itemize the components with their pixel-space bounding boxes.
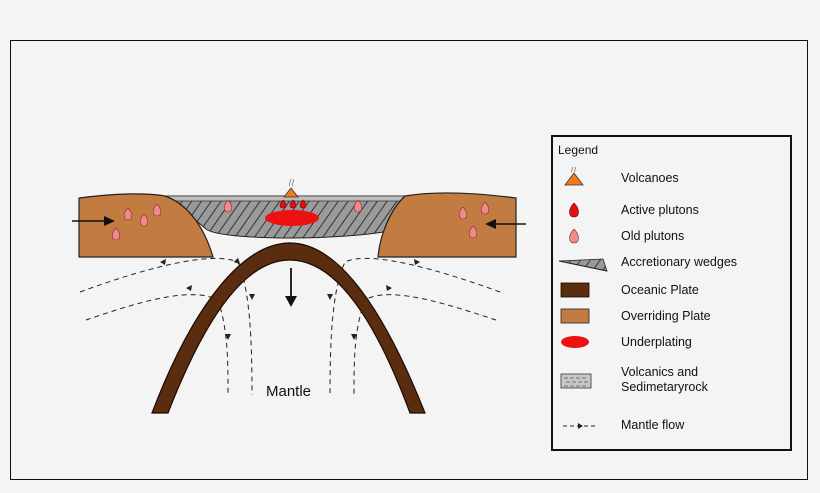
old-pluton [123,207,133,221]
volcano-icon [564,167,584,186]
legend-label: Mantle flow [621,418,685,432]
legend-label: Accretionary wedges [621,255,738,269]
old-pluton [223,199,233,213]
legend-item-accretionary-wedges: Accretionary wedges [553,251,790,275]
compression-arrow-right [485,219,526,229]
flow-arrowhead [351,334,357,340]
old-pluton [139,213,149,227]
legend-label: Old plutons [621,229,685,243]
oceanic-plate-swatch [560,282,590,298]
old-pluton [458,206,468,220]
flow-arrowhead [186,285,192,291]
legend-item-underplating: Underplating [553,331,790,355]
active-pluton [289,199,297,209]
flow-arrowhead [249,294,255,300]
active-pluton [299,199,307,209]
flow-arrowhead [386,285,392,291]
active-plutons [279,199,307,209]
legend-label: Volcanics and [621,365,699,379]
volcano [283,178,299,198]
legend: Legend Volcanoes Active plutons Old plut… [551,135,792,451]
legend-label: Oceanic Plate [621,283,699,297]
underplating-swatch [561,336,589,348]
mantle-label: Mantle [266,383,312,400]
legend-item-overriding-plate: Overriding Plate [553,305,790,329]
mantle-flow-line [353,294,497,396]
legend-label: Volcanoes [621,171,679,185]
legend-label: Overriding Plate [621,309,711,323]
legend-item-volcanics: Volcanics and Sedimetaryrock [553,365,790,401]
legend-label: Sedimetaryrock [621,380,708,394]
old-plutons [111,199,490,241]
old-pluton [152,203,162,217]
legend-item-old-plutons: Old plutons [553,225,790,249]
mantle-flow-line [329,257,501,396]
flow-arrowhead [225,334,231,340]
old-pluton [353,199,363,213]
legend-item-active-plutons: Active plutons [553,199,790,223]
flow-arrowhead [160,259,166,265]
oceanic-plate [151,242,426,414]
underplating [265,210,319,226]
mantle-flow-lines [79,257,501,396]
old-pluton [111,227,121,241]
flow-arrowhead [414,259,420,265]
legend-item-volcano: Volcanoes [553,167,790,191]
mantle-flow-line [79,257,253,396]
sinking-arrow [285,268,297,307]
active-pluton-icon [569,202,579,218]
overriding-plate-swatch [560,308,590,324]
diagram-frame [10,40,808,480]
old-pluton-icon [569,228,579,244]
old-pluton [468,225,478,239]
compression-arrow-left [72,216,115,226]
legend-item-mantle-flow: Mantle flow [553,414,790,438]
mantle-flow-icon [563,423,597,429]
volcanics-swatch [560,373,592,389]
mantle-flow-arrowheads [160,259,420,340]
legend-label: Active plutons [621,203,699,217]
legend-title: Legend [558,143,599,157]
legend-item-oceanic-plate: Oceanic Plate [553,279,790,303]
old-pluton [480,201,490,215]
legend-label: Underplating [621,335,692,349]
wedge-icon [558,258,608,272]
flow-arrowhead [327,294,333,300]
active-pluton [279,199,287,209]
